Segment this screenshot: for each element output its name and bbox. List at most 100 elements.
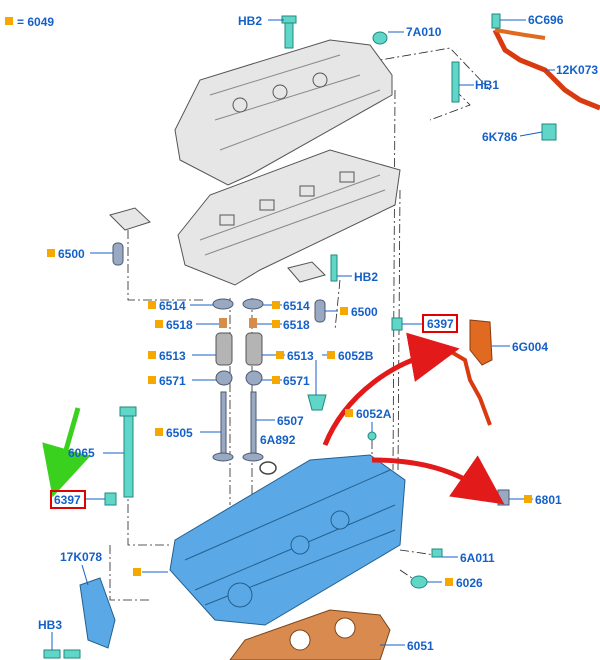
legend-marker: [5, 17, 13, 25]
marker-6052a: [345, 409, 353, 417]
gasket-bore-2: [334, 617, 356, 639]
callout-hb2-top: HB2: [238, 14, 262, 28]
callout-6513-right: 6513: [287, 349, 314, 363]
red-arrow-to-6801: [371, 455, 505, 505]
callout-6514-left: 6514: [159, 299, 186, 313]
marker-6514-right: [272, 301, 280, 309]
marker-6571-right: [272, 376, 280, 384]
callout-hb2-mid: HB2: [354, 270, 378, 284]
marker-6505: [155, 428, 163, 436]
marker-6518-right: [272, 320, 280, 328]
valve-spring-retainer-left: [212, 298, 234, 310]
valve-head-6505: [212, 452, 234, 462]
bolt-hb2-top-head: [281, 15, 297, 24]
callout-6505: 6505: [166, 426, 193, 440]
o-ring-6a892: [259, 461, 277, 475]
valve-stem-6505: [220, 391, 227, 455]
lash-adjuster-left: [112, 242, 124, 266]
callout-6507: 6507: [277, 414, 304, 428]
callout-6a892: 6A892: [260, 433, 296, 447]
harness-6g004-connector: [469, 319, 493, 366]
red-arrow-to-6g004: [322, 332, 460, 446]
marker-6500-left: [47, 249, 55, 257]
plug-6052a: [367, 431, 377, 441]
callout-6051: 6051: [407, 639, 434, 653]
marker-6513-left: [148, 351, 156, 359]
valve-head-6507: [242, 452, 264, 462]
marker-6571-left: [148, 376, 156, 384]
valve-collet-left: [219, 318, 227, 328]
callout-6g004: 6G004: [512, 340, 548, 354]
callout-6571-left: 6571: [159, 374, 186, 388]
callout-6397-top: 6397: [427, 317, 454, 331]
bolt-hb3-a: [43, 649, 61, 659]
connector-6c696: [491, 13, 501, 29]
sensor-6397-left: [104, 492, 117, 506]
marker-6518-left: [155, 320, 163, 328]
valve-stem-6507: [250, 391, 257, 455]
sensor-6397-top: [391, 317, 403, 331]
callout-6571-right: 6571: [283, 374, 310, 388]
callout-6514-right: 6514: [283, 299, 310, 313]
fitting-6a011: [431, 548, 443, 558]
callout-6397-left: 6397: [54, 493, 81, 507]
seal-7a010: [372, 31, 388, 45]
callout-6518-left: 6518: [166, 318, 193, 332]
highlight-box-6397-top: [422, 314, 458, 333]
rocker-arm-right: [287, 261, 326, 283]
marker-6513-right: [276, 351, 284, 359]
plug-6052b: [307, 394, 327, 411]
bolt-hb3-b: [63, 649, 81, 659]
bolt-hb2-top: [284, 19, 294, 49]
callout-6052a: 6052A: [356, 407, 392, 421]
valve-spring-retainer-right: [242, 298, 264, 310]
callout-6518-right: 6518: [283, 318, 310, 332]
valve-collet-right: [249, 318, 257, 328]
green-arrow-to-6397: [42, 407, 91, 498]
highlight-box-6397-left: [50, 490, 86, 509]
marker-6514-left: [148, 301, 156, 309]
part-6801: [497, 489, 510, 506]
callout-6513-left: 6513: [159, 349, 186, 363]
marker-6026: [445, 578, 453, 586]
bracket-17k078: [79, 577, 116, 649]
callout-hb1: HB1: [475, 78, 499, 92]
camshaft-cover: [174, 39, 393, 186]
camshaft-carrier: [177, 149, 401, 286]
connector-6k786: [541, 123, 557, 141]
valve-spring-left: [215, 332, 233, 366]
callout-hb3: HB3: [38, 618, 62, 632]
sensor-6c696: [494, 28, 546, 40]
callout-6065: 6065: [68, 446, 95, 460]
callout-6026: 6026: [456, 576, 483, 590]
callout-7a010: 7A010: [406, 25, 442, 39]
marker-6801: [524, 495, 532, 503]
lash-adjuster-right: [314, 299, 326, 323]
callout-6c696: 6C696: [528, 13, 564, 27]
gasket-bore-1: [289, 629, 311, 651]
valve-stem-seal-right: [245, 370, 263, 386]
callout-6500-left: 6500: [58, 247, 85, 261]
marker-6500-right: [340, 307, 348, 315]
callout-17k078: 17K078: [60, 550, 102, 564]
callout-6a011: 6A011: [460, 551, 495, 565]
plug-6026: [410, 575, 428, 589]
marker-6052b: [327, 351, 335, 359]
callout-12k073: 12K073: [556, 63, 598, 77]
head-bolt-6065-head: [119, 406, 137, 417]
cylinder-head: [169, 454, 406, 626]
bolt-hb2-mid: [330, 254, 338, 282]
marker-cylinder-head: [133, 568, 141, 576]
legend-text: = 6049: [17, 15, 54, 29]
valve-stem-seal-left: [215, 370, 233, 386]
bolt-hb1: [451, 61, 460, 103]
callout-6052b: 6052B: [338, 349, 374, 363]
rocker-arm-left: [109, 207, 151, 231]
head-bolt-6065: [123, 411, 134, 498]
callout-6801: 6801: [535, 493, 562, 507]
valve-spring-right: [245, 332, 263, 366]
callout-6k786: 6K786: [482, 130, 518, 144]
callout-6500-right: 6500: [351, 305, 378, 319]
